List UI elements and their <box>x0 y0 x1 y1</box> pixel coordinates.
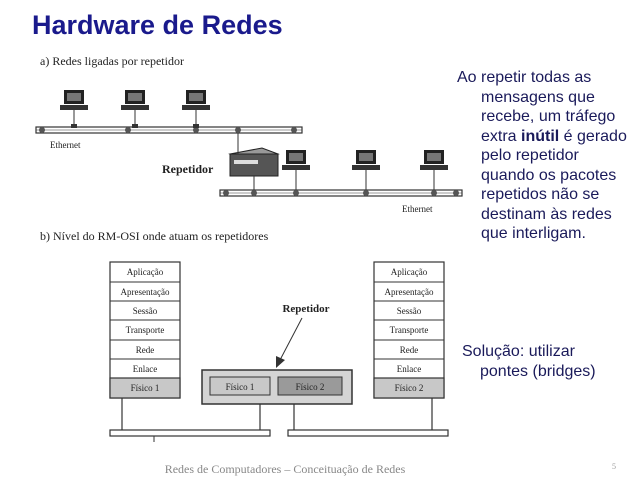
repeater-box-label: Repetidor <box>282 303 329 315</box>
repeater-physical-2: Físico 2 <box>296 382 325 392</box>
page-number: 5 <box>612 462 616 471</box>
osi-layer-session-right: Sessão <box>397 306 422 316</box>
explanation-text: Ao repetir todas as mensagens que recebe… <box>457 68 635 244</box>
ethernet-label-left: Ethernet <box>50 140 81 150</box>
caption-b: b) Nível do RM-OSI onde atuam os repetid… <box>40 229 269 243</box>
osi-layer-datalink-left: Enlace <box>133 364 157 374</box>
osi-layer-physical-left: Físico 1 <box>131 383 160 393</box>
repeater-box <box>201 369 353 405</box>
computer-icon <box>60 90 88 128</box>
slide-footer: Redes de Computadores – Conceituação de … <box>164 462 406 476</box>
osi-layer-physical-right: Físico 2 <box>395 383 424 393</box>
solution-first-line: Solução: utilizar <box>462 343 575 360</box>
osi-layer-application-right: Aplicação <box>391 267 428 277</box>
ethernet-cable-right <box>219 189 463 197</box>
repeater-physical-1: Físico 1 <box>226 382 255 392</box>
repeater-figure: a) Redes ligadas por repetidor Ethernet … <box>35 54 463 442</box>
computer-icon <box>182 90 210 128</box>
computer-icon <box>121 90 149 128</box>
osi-layer-network-left: Rede <box>136 345 155 355</box>
solution-rest: pontes (bridges) <box>480 362 596 380</box>
osi-layer-network-right: Rede <box>400 345 419 355</box>
osi-layer-transport-left: Transporte <box>126 325 165 335</box>
explanation-rest: mensagens que recebe, um tráfego extra i… <box>457 88 635 244</box>
computer-icon <box>352 150 380 190</box>
repeater-device-icon <box>228 133 280 193</box>
osi-layer-application-left: Aplicação <box>127 267 164 277</box>
ethernet-label-right: Ethernet <box>402 204 433 214</box>
ethernet-cable-left <box>35 126 303 134</box>
repeater-label: Repetidor <box>162 162 214 176</box>
osi-layer-session-left: Sessão <box>133 306 158 316</box>
explanation-post: é gerado pelo repetidor quando os pacote… <box>481 127 627 243</box>
solution-text: Solução: utilizar pontes (bridges) <box>462 342 632 381</box>
connection-lines <box>109 398 449 442</box>
osi-stack-right <box>373 261 445 399</box>
computer-icon <box>420 150 448 190</box>
explanation-bold: inútil <box>521 127 560 145</box>
caption-a: a) Redes ligadas por repetidor <box>40 54 184 68</box>
pointer-arrow-icon <box>276 317 303 368</box>
slide-title: Hardware de Redes <box>32 10 283 40</box>
explanation-first-line: Ao repetir todas as <box>457 69 592 86</box>
osi-layer-presentation-left: Apresentação <box>121 287 170 297</box>
explanation-pre: mensagens que recebe, um tráfego extra <box>481 88 616 145</box>
computer-icon <box>282 150 310 190</box>
osi-stack-left <box>109 261 181 399</box>
osi-layer-presentation-right: Apresentação <box>385 287 434 297</box>
osi-layer-datalink-right: Enlace <box>397 364 421 374</box>
osi-layer-transport-right: Transporte <box>390 325 429 335</box>
